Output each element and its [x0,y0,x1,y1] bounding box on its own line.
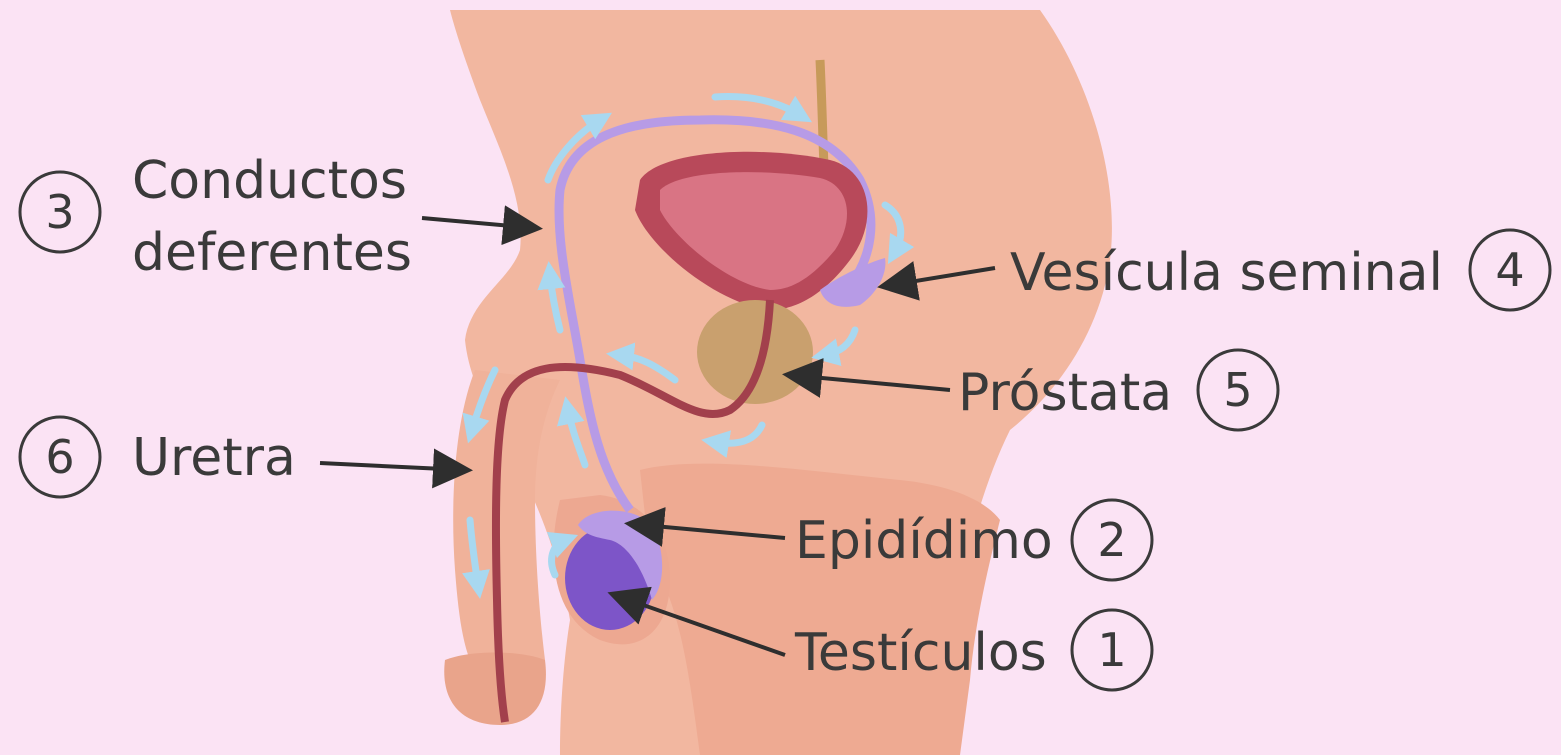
label-epididimo: Epidídimo 2 [795,500,1152,580]
label-text: Próstata [958,363,1172,423]
leader-conductos [422,218,535,228]
label-text: Uretra [132,428,296,488]
leader-uretra [320,463,465,470]
prostate-gland [697,300,813,404]
label-text-line1: Conductos [132,151,407,211]
label-number: 5 [1223,363,1252,417]
label-text-line2: deferentes [132,223,412,283]
label-number: 2 [1097,513,1126,567]
label-text: Testículos [794,623,1047,683]
label-number: 4 [1495,243,1524,297]
label-uretra: 6 Uretra [20,417,296,497]
label-text: Vesícula seminal [1010,243,1443,303]
label-number: 3 [45,185,74,239]
label-text: Epidídimo [795,511,1053,571]
label-conductos-deferentes: 3 Conductos deferentes [20,151,412,283]
label-number: 6 [45,430,74,484]
glans [444,653,546,726]
label-number: 1 [1097,623,1126,677]
